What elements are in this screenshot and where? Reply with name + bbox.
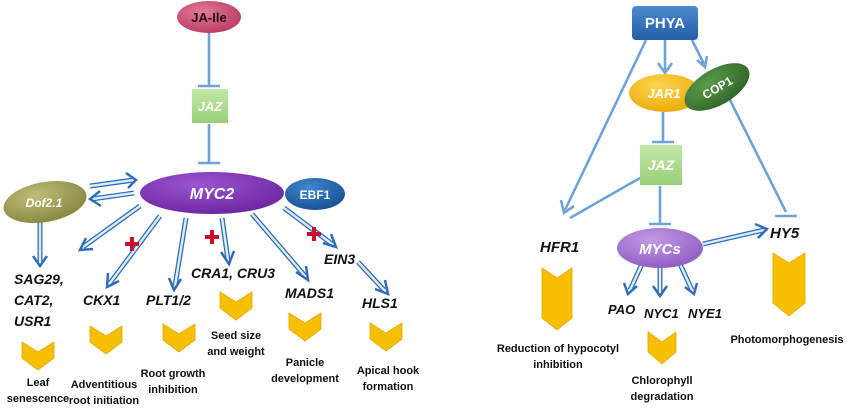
chevron-hook — [369, 322, 403, 352]
arrow-myc2-to-mads — [250, 212, 310, 283]
outcome-panicle: Panicle development — [271, 357, 339, 385]
arrow-ein3-to-hls1 — [356, 260, 390, 296]
arrow-phya-to-jar1 — [656, 40, 674, 76]
outcome-chlorophyll: Chlorophyll degradation — [631, 375, 694, 403]
svg-text:JAR1: JAR1 — [647, 86, 680, 101]
svg-text:inhibition: inhibition — [148, 384, 198, 396]
outcome-seed-size: Seed size and weight — [207, 330, 265, 358]
svg-text:Seed size: Seed size — [211, 330, 261, 342]
node-phya: PHYA — [632, 6, 698, 40]
gene-mads1: MADS1 — [285, 285, 334, 301]
outcome-adventitious-root: Adventitious root initiation — [69, 379, 140, 407]
chevron-seed — [219, 291, 253, 321]
svg-text:JA-Ile: JA-Ile — [191, 10, 226, 25]
svg-text:Apical hook: Apical hook — [357, 365, 420, 377]
arrow-phya-to-hfr1 — [559, 39, 648, 216]
svg-text:senescence: senescence — [7, 393, 69, 405]
svg-text:MYC2: MYC2 — [190, 186, 235, 203]
svg-text:JAZ: JAZ — [198, 99, 224, 114]
svg-text:root initiation: root initiation — [69, 395, 140, 407]
svg-text:PHYA: PHYA — [645, 15, 685, 32]
cross-cra — [205, 230, 219, 244]
svg-text:Leaf: Leaf — [27, 377, 50, 389]
svg-text:Dof2.1: Dof2.1 — [26, 196, 63, 210]
chevron-panicle — [288, 312, 322, 342]
left-panel: JA-Ile JAZ MYC2 EBF1 Dof2.1 SAG29, CAT2,… — [3, 1, 420, 407]
node-ebf1: EBF1 — [285, 178, 345, 210]
gene-hy5: HY5 — [770, 225, 800, 242]
outcome-apical-hook: Apical hook formation — [357, 365, 420, 393]
node-dof2-1: Dof2.1 — [3, 180, 87, 224]
chevron-leaf — [21, 341, 55, 371]
arrow-mycs-to-pao — [622, 262, 645, 297]
svg-text:SAG29,: SAG29, — [14, 271, 64, 287]
arrow-myc2-to-ckx1 — [77, 203, 142, 252]
node-cop1: COP1 — [684, 63, 750, 111]
arrow-myc2-to-ein3 — [282, 206, 339, 249]
svg-text:formation: formation — [363, 381, 414, 393]
svg-text:EBF1: EBF1 — [300, 188, 331, 202]
inhibition-jaile-jaz — [198, 30, 220, 88]
gene-ckx1: CKX1 — [83, 292, 121, 308]
node-jaz-right: JAZ — [640, 145, 682, 185]
svg-text:Chlorophyll: Chlorophyll — [631, 375, 692, 387]
cross-ckx1 — [125, 237, 139, 251]
arrow-mycs-to-nye1 — [677, 262, 699, 297]
arrow-myc2-to-ckx1-lower — [105, 214, 163, 290]
gene-hls1: HLS1 — [362, 295, 398, 311]
node-jar1: JAR1 — [629, 74, 701, 112]
inhibition-jaz-myc2 — [198, 124, 220, 165]
outcome-root-growth: Root growth inhibition — [141, 368, 206, 396]
node-myc2: MYC2 — [140, 172, 284, 214]
inhibition-jaz-hfr1 — [569, 176, 641, 220]
outcome-leaf-senescence: Leaf senescence — [7, 377, 69, 405]
arrow-mycs-to-nyc1 — [651, 266, 669, 299]
svg-text:USR1: USR1 — [14, 313, 52, 329]
gene-ein3: EIN3 — [324, 251, 355, 267]
node-mycs: MYCs — [617, 228, 703, 268]
arrow-phya-to-cop1 — [690, 39, 709, 70]
arrow-myc2-to-plt — [167, 217, 189, 293]
chevron-chlorophyll — [647, 331, 677, 365]
right-panel: PHYA JAR1 COP1 JAZ MYCs HFR1 HY5 PAO NYC… — [497, 6, 844, 403]
svg-text:Root growth: Root growth — [141, 368, 206, 380]
inhibition-jaz-mycs — [649, 186, 671, 226]
gene-hfr1: HFR1 — [540, 239, 579, 256]
chevron-photomorphogenesis — [772, 252, 806, 317]
svg-text:development: development — [271, 373, 339, 385]
svg-text:JAZ: JAZ — [648, 157, 675, 173]
gene-sag-cat-usr: SAG29, CAT2, USR1 — [14, 271, 64, 329]
svg-text:inhibition: inhibition — [533, 359, 583, 371]
arrow-dof-to-sag — [31, 222, 49, 269]
svg-text:and weight: and weight — [207, 346, 265, 358]
inhibition-cop1-hy5 — [726, 95, 797, 218]
gene-plt1-2: PLT1/2 — [146, 292, 191, 308]
svg-text:MYCs: MYCs — [639, 241, 681, 258]
svg-text:CAT2,: CAT2, — [14, 292, 53, 308]
arrow-myc2-to-dof — [87, 190, 135, 208]
node-jaz-left: JAZ — [192, 89, 228, 123]
node-ja-ile: JA-Ile — [177, 1, 241, 33]
outcome-hypocotyl: Reduction of hypocotyl inhibition — [497, 343, 619, 371]
gene-nye1: NYE1 — [688, 306, 722, 321]
gene-cra1-cru3: CRA1, CRU3 — [191, 265, 275, 281]
gene-nyc1: NYC1 — [644, 306, 679, 321]
cross-ein3 — [307, 227, 321, 241]
chevron-root — [162, 323, 196, 353]
gene-pao: PAO — [608, 302, 635, 317]
chevron-adventitious — [89, 325, 123, 355]
chevron-hypocotyl — [541, 267, 573, 331]
svg-text:degradation: degradation — [631, 391, 694, 403]
inhibition-jar1-jaz — [652, 112, 674, 144]
outcome-photomorphogenesis: Photomorphogenesis — [730, 334, 843, 346]
svg-text:Adventitious: Adventitious — [71, 379, 138, 391]
arrow-mycs-to-hy5 — [702, 222, 770, 247]
svg-text:Panicle: Panicle — [286, 357, 325, 369]
svg-text:Reduction of hypocotyl: Reduction of hypocotyl — [497, 343, 619, 355]
arrow-dof-to-myc2 — [89, 171, 138, 189]
arrow-myc2-to-cra — [219, 217, 236, 267]
